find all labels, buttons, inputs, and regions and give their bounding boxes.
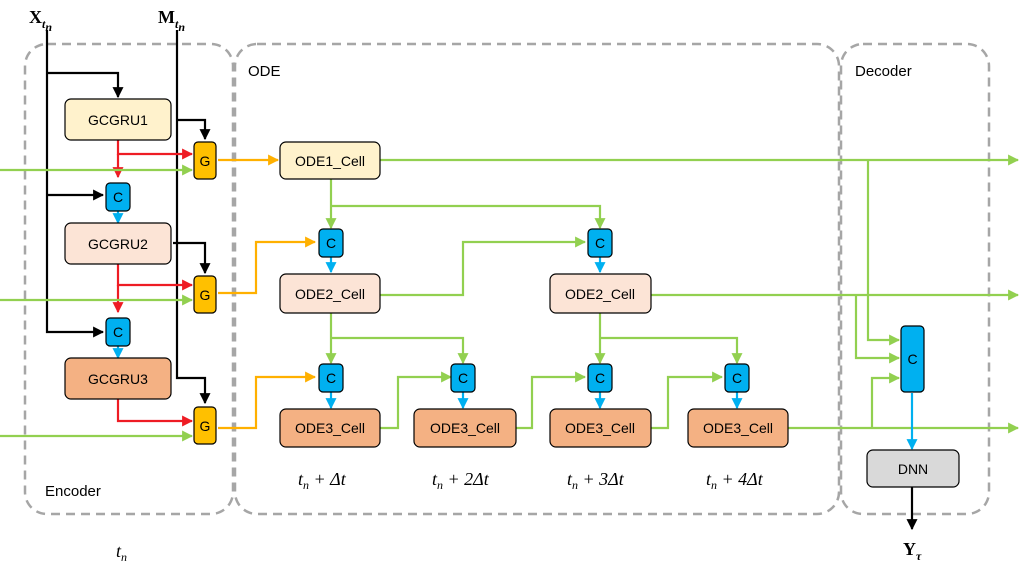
gate-3-label: G [200,418,211,434]
dnn-label: DNN [898,461,928,477]
concat-ode3-step1: C [318,363,344,393]
gate-output-connections [218,154,317,430]
ode3-cell-step1: ODE3_Cell [279,408,381,448]
concat-decoder: C [900,325,925,393]
concat-ode3-step2: C [450,363,476,393]
ode3-cell-step3-label: ODE3_Cell [565,420,635,436]
time-label-step4: tn + 4Δt [706,469,764,492]
concat-encoder-1-label: C [113,189,123,205]
time-label-tn: tn [116,541,127,564]
decoder-label: Decoder [855,63,912,80]
concat-ode3-step4: C [724,363,750,393]
concat-ode2-step1: C [318,228,344,258]
gcgru1-block: GCGRU1 [64,98,172,141]
gcgru2-label: GCGRU2 [88,236,148,252]
mask-and-ode-connections [0,154,1020,442]
output-y-label: Yτ [903,539,922,563]
concat-ode2-step1-label: C [326,235,336,251]
concat-decoder-label: C [907,351,917,367]
input-x-label: Xtn [29,7,52,34]
ode3-cell-step4-label: ODE3_Cell [703,420,773,436]
concat-ode3-step2-label: C [458,370,468,386]
ode2-cell-step1-label: ODE2_Cell [295,286,365,302]
decoder-group [839,42,991,516]
ode2-cell-step3-label: ODE2_Cell [565,286,635,302]
ode-label: ODE [248,63,281,80]
input-connections [45,30,918,531]
concat-ode3-step3: C [587,363,613,393]
ode1-cell-label: ODE1_Cell [295,153,365,169]
hidden-state-connections [112,140,194,427]
gate-1: G [193,141,217,180]
ode-group [233,42,841,516]
concat-ode3-step1-label: C [326,370,336,386]
time-label-step2: tn + 2Δt [432,469,490,492]
concat-encoder-1: C [105,182,131,212]
gate-2: G [193,275,217,314]
input-m-label: Mtn [158,7,185,34]
time-label-step1: tn + Δt [298,469,347,492]
ode3-cell-step4: ODE3_Cell [687,408,789,448]
gate-3: G [193,406,217,445]
gcgru3-label: GCGRU3 [88,371,148,387]
concat-output-connections [112,211,918,451]
encoder-label: Encoder [45,483,101,500]
ode2-cell-step1: ODE2_Cell [279,273,381,314]
gcgru1-label: GCGRU1 [88,112,148,128]
dnn-block: DNN [866,449,960,488]
time-label-step3: tn + 3Δt [567,469,625,492]
ode3-cell-step2-label: ODE3_Cell [430,420,500,436]
concat-ode2-step3: C [587,228,613,258]
ode3-cell-step2: ODE3_Cell [413,408,517,448]
ode2-cell-step3: ODE2_Cell [549,273,652,314]
concat-encoder-2-label: C [113,324,123,340]
ode3-cell-step1-label: ODE3_Cell [295,420,365,436]
concat-ode2-step3-label: C [595,235,605,251]
gate-2-label: G [200,287,211,303]
gcgru3-block: GCGRU3 [64,357,172,400]
concat-encoder-2: C [105,317,131,347]
gate-1-label: G [200,153,211,169]
encoder-group [23,42,235,516]
ode3-cell-step3: ODE3_Cell [549,408,652,448]
ode1-cell: ODE1_Cell [279,141,381,180]
concat-ode3-step3-label: C [595,370,605,386]
concat-ode3-step4-label: C [732,370,742,386]
gcgru2-block: GCGRU2 [64,222,172,265]
